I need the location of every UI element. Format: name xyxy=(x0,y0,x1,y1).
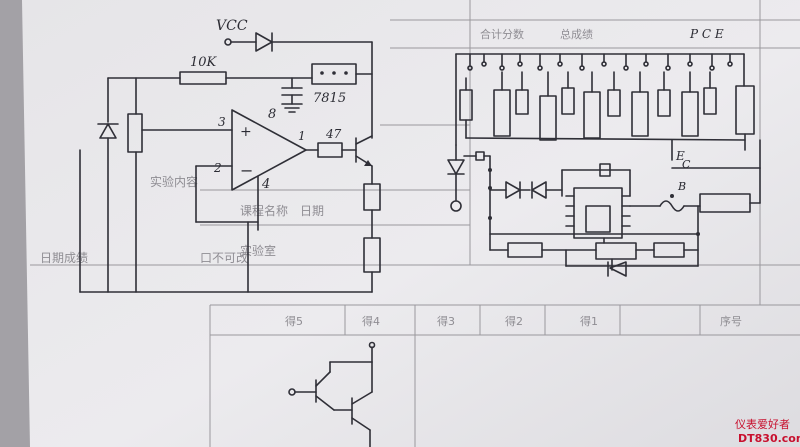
ic-chip xyxy=(565,187,631,239)
inductor-coil xyxy=(659,200,685,212)
site-watermark: 仪表爱好者 DT830.com xyxy=(735,417,800,445)
watermark-line-2: DT830.com xyxy=(738,432,800,445)
bg-header-3: 得3 xyxy=(437,315,455,328)
op-amp xyxy=(231,109,307,191)
resistor-47-label: 47 xyxy=(325,127,342,141)
bg-text-4: 课程名称 xyxy=(240,203,288,218)
bg-header-2: 得2 xyxy=(505,315,523,328)
bg-text-2: 总成绩 xyxy=(560,27,593,41)
svg-text:−: − xyxy=(240,161,253,180)
bg-header-5: 得5 xyxy=(285,315,303,328)
background-form-text: 合计分数 总成绩 实验内容 课程名称 日期 实验室 口不可改 日期成绩 得5 得… xyxy=(40,27,742,328)
left-circuit: VCC 10K 7815 8 xyxy=(79,18,381,293)
resistor-10k-label: 10K xyxy=(190,55,218,70)
op-amp-pin-4: 4 xyxy=(261,177,270,192)
input-diode-right xyxy=(447,159,465,175)
resistor-bank xyxy=(459,53,755,151)
capacitor-label: 8 xyxy=(268,107,276,122)
bg-header-0: 序号 xyxy=(720,314,742,328)
vcc-label: VCC xyxy=(216,18,248,34)
paper-sheet xyxy=(22,0,800,447)
collector-mark: C xyxy=(682,158,691,171)
bg-header-1: 得1 xyxy=(580,315,598,328)
ground-terminal xyxy=(450,200,462,212)
bg-header-4: 得4 xyxy=(362,315,380,328)
regulator-label: 7815 xyxy=(313,91,346,106)
op-amp-pin-1: 1 xyxy=(298,129,306,143)
emitter-mark: E xyxy=(675,149,685,163)
bottom-zener xyxy=(609,261,627,277)
bg-text-7: 口不可改 xyxy=(200,251,248,265)
terminal-posts xyxy=(467,53,733,71)
bg-text-3: 实验内容 xyxy=(150,174,198,189)
darlington-sketch xyxy=(288,341,376,447)
bg-text-1: 合计分数 xyxy=(480,27,524,41)
bg-text-8: 日期成绩 xyxy=(40,251,88,265)
op-amp-pin-3: 3 xyxy=(218,115,226,129)
right-circuit: P C E xyxy=(447,27,761,277)
op-amp-pin-2: 2 xyxy=(213,161,222,175)
bottom-potentiometer xyxy=(595,242,637,260)
base-mark: B xyxy=(677,180,686,193)
background-form-grid xyxy=(30,0,800,447)
bg-text-6: 实验室 xyxy=(240,243,276,258)
bg-text-5: 日期 xyxy=(300,204,324,218)
pce-label: P C E xyxy=(689,27,724,41)
watermark-line-1: 仪表爱好者 xyxy=(735,417,790,431)
timing-capacitor xyxy=(599,163,611,177)
svg-text:+: + xyxy=(240,124,252,140)
input-resistor xyxy=(127,113,143,153)
